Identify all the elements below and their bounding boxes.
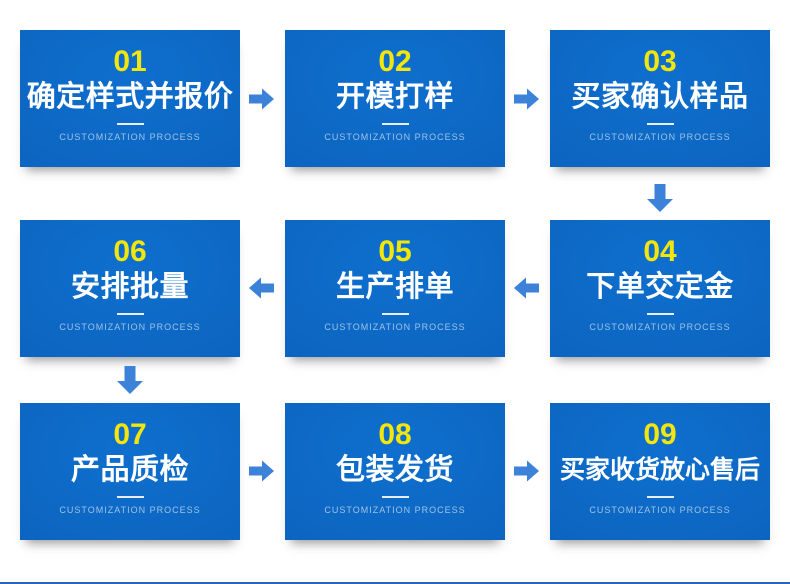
step-divider [116,313,144,315]
arrow-down-icon [646,184,674,213]
step-number: 05 [378,235,412,268]
arrow-right-icon [514,88,539,110]
process-step-card-7: 07 产品质检 CUSTOMIZATION PROCESS [20,403,240,540]
step-subtitle: CUSTOMIZATION PROCESS [59,505,201,515]
step-title: 确定样式并报价 [26,81,234,113]
step-title: 开模打样 [335,81,454,113]
step-subtitle: CUSTOMIZATION PROCESS [59,322,201,332]
step-divider [646,123,674,125]
step-title: 下单交定金 [586,271,734,303]
step-divider [381,496,409,498]
arrow-down-icon [116,366,144,395]
step-divider [116,496,144,498]
step-number: 03 [643,45,677,78]
step-number: 06 [113,235,147,268]
step-divider [116,123,144,125]
process-step-card-3: 03 买家确认样品 CUSTOMIZATION PROCESS [550,30,770,167]
process-step-card-6: 06 安排批量 CUSTOMIZATION PROCESS [20,220,240,357]
step-divider [646,313,674,315]
process-step-card-8: 08 包装发货 CUSTOMIZATION PROCESS [285,403,505,540]
step-subtitle: CUSTOMIZATION PROCESS [324,505,466,515]
bottom-divider-rule [0,582,790,584]
step-subtitle: CUSTOMIZATION PROCESS [589,132,731,142]
step-number: 01 [113,45,147,78]
step-subtitle: CUSTOMIZATION PROCESS [59,132,201,142]
step-divider [381,313,409,315]
step-title: 买家确认样品 [571,81,749,113]
step-title: 安排批量 [70,271,189,303]
step-number: 04 [643,235,677,268]
process-step-card-2: 02 开模打样 CUSTOMIZATION PROCESS [285,30,505,167]
arrow-left-icon [249,277,274,299]
step-number: 08 [378,418,412,451]
step-subtitle: CUSTOMIZATION PROCESS [324,132,466,142]
arrow-left-icon [514,277,539,299]
process-step-card-1: 01 确定样式并报价 CUSTOMIZATION PROCESS [20,30,240,167]
arrow-right-icon [249,88,274,110]
step-title: 生产排单 [335,271,454,303]
process-step-card-5: 05 生产排单 CUSTOMIZATION PROCESS [285,220,505,357]
step-number: 07 [113,418,147,451]
arrow-right-icon [514,460,539,482]
step-title: 产品质检 [70,454,189,486]
arrow-right-icon [249,460,274,482]
step-divider [646,496,674,498]
step-title: 买家收货放心售后 [559,456,760,484]
step-subtitle: CUSTOMIZATION PROCESS [589,322,731,332]
step-divider [381,123,409,125]
step-subtitle: CUSTOMIZATION PROCESS [589,505,731,515]
step-subtitle: CUSTOMIZATION PROCESS [324,322,466,332]
process-step-card-4: 04 下单交定金 CUSTOMIZATION PROCESS [550,220,770,357]
step-number: 09 [643,418,677,451]
step-title: 包装发货 [335,454,454,486]
step-number: 02 [378,45,412,78]
process-step-card-9: 09 买家收货放心售后 CUSTOMIZATION PROCESS [550,403,770,540]
